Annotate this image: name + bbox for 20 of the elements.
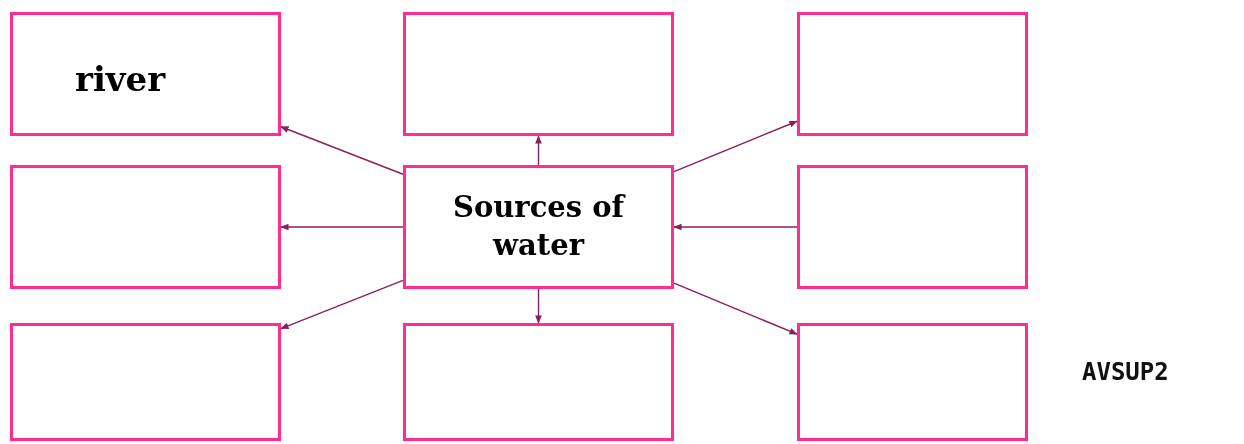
text-box: [10, 12, 281, 136]
empty-box: [403, 323, 674, 441]
arrow: [673, 282, 798, 335]
empty-box: [797, 165, 1028, 289]
empty-box: [10, 323, 281, 441]
node-text: river: [75, 58, 166, 101]
arrow: [535, 135, 542, 166]
code-text: AVSUP2: [1082, 358, 1169, 386]
arrow: [535, 288, 542, 324]
empty-box: [797, 323, 1028, 441]
node-text: Sources of water: [452, 189, 627, 264]
empty-box: [797, 12, 1028, 136]
text-box: [403, 165, 674, 289]
empty-box: [10, 165, 281, 289]
arrow: [673, 120, 798, 173]
arrow: [280, 126, 404, 175]
arrow: [280, 279, 404, 330]
arrow: [280, 223, 404, 231]
empty-box: [403, 12, 674, 136]
arrow: [673, 223, 798, 231]
